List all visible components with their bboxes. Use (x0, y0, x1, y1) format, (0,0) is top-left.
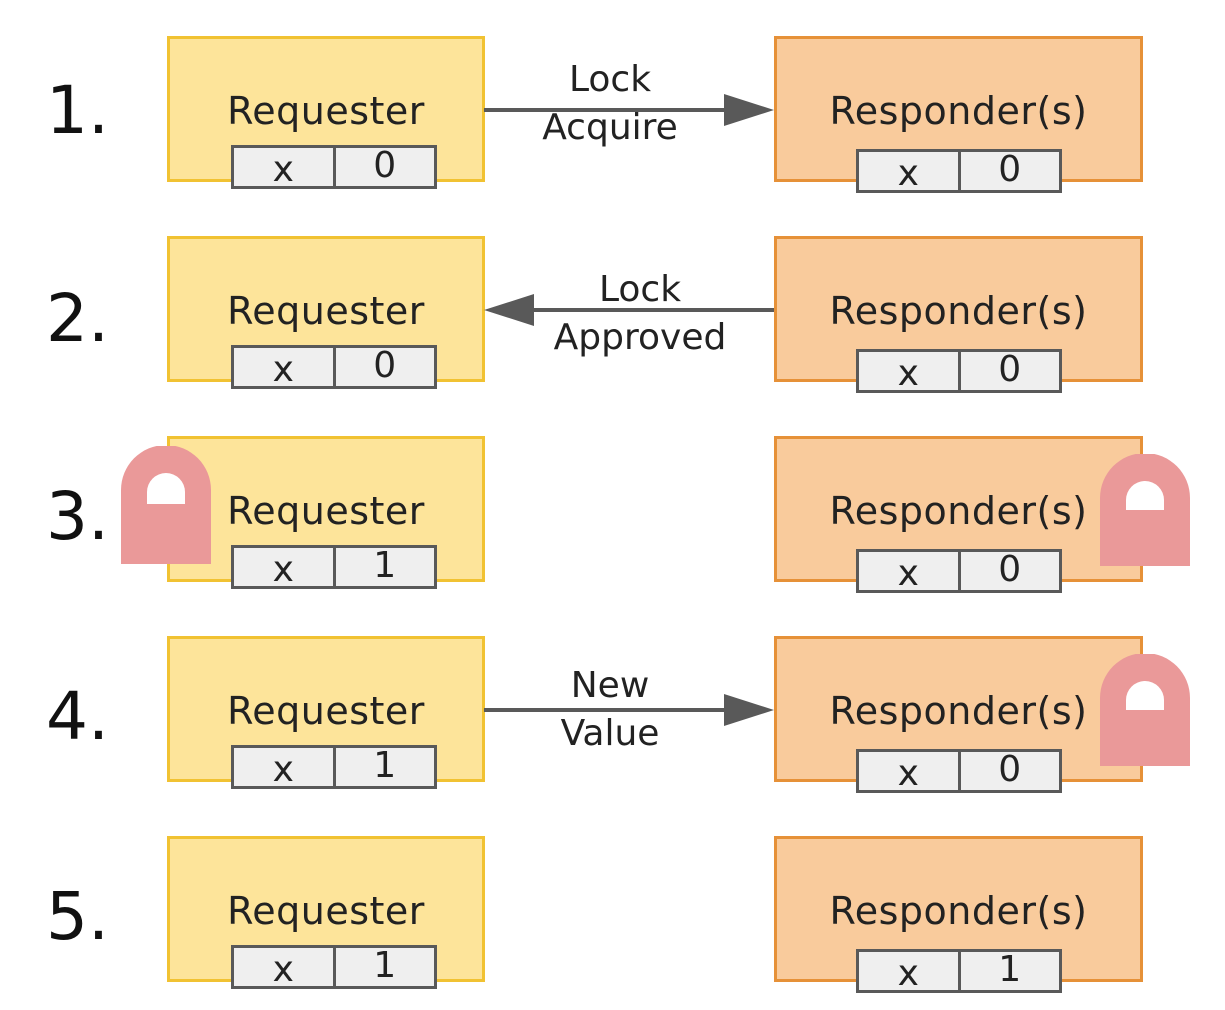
requester-title: Requester (227, 289, 425, 333)
responder-node: Responder(s) x 1 (774, 836, 1143, 994)
message-line-1: New (570, 665, 650, 706)
register-variable: x (859, 552, 961, 594)
message-label: New Value (490, 662, 730, 758)
responder-node: Responder(s) x 0 (774, 636, 1143, 794)
requester-node: Requester x 0 (167, 236, 485, 390)
step-number: 4. (46, 678, 109, 755)
register-value: 1 (373, 945, 397, 986)
register-value: 1 (373, 545, 397, 586)
step-row-4: 4. Requester x 1 New Value Responder(s) … (0, 636, 1225, 796)
register-variable: x (234, 348, 336, 390)
register-variable: x (234, 948, 336, 990)
message-line-2: Acquire (542, 107, 678, 148)
requester-node: Requester x 1 (167, 836, 485, 990)
register-value: 1 (373, 745, 397, 786)
requester-lock-icon (121, 446, 211, 564)
responder-register: x 0 (856, 749, 1062, 794)
message-label: Lock Acquire (490, 56, 730, 152)
step-number: 3. (46, 478, 109, 555)
message-line-1: Lock (598, 269, 682, 310)
requester-node: Requester x 0 (167, 36, 485, 190)
responder-title: Responder(s) (829, 489, 1088, 533)
register-value: 1 (998, 949, 1022, 990)
requester-title: Requester (227, 89, 425, 133)
step-row-2: 2. Requester x 0 Lock Approved Responder… (0, 236, 1225, 396)
requester-register: x 0 (231, 145, 437, 190)
requester-register: x 1 (231, 545, 437, 590)
register-value: 0 (373, 345, 397, 386)
step-number: 2. (46, 280, 109, 357)
responder-register: x 0 (856, 349, 1062, 394)
arrow-icon-left (484, 294, 816, 326)
step-number: 1. (46, 72, 109, 149)
responder-register: x 0 (856, 549, 1062, 594)
step-row-3: 3. Requester x 1 Responder(s) x 0 (0, 436, 1225, 596)
requester-title: Requester (227, 889, 425, 933)
message-label: Lock Approved (520, 266, 760, 362)
step-row-1: 1. Requester x 0 Lock Acquire Responder(… (0, 36, 1225, 196)
register-variable: x (234, 748, 336, 790)
responder-title: Responder(s) (829, 889, 1088, 933)
register-value: 0 (998, 149, 1022, 190)
register-value: 0 (998, 749, 1022, 790)
register-variable: x (859, 152, 961, 194)
responder-register: x 0 (856, 149, 1062, 194)
responder-node: Responder(s) x 0 (774, 236, 1143, 394)
responder-node: Responder(s) x 0 (774, 436, 1143, 594)
requester-register: x 1 (231, 945, 437, 990)
requester-node: Requester x 1 (167, 636, 485, 790)
requester-title: Requester (227, 489, 425, 533)
requester-register: x 1 (231, 745, 437, 790)
requester-node: Requester x 1 (167, 436, 485, 590)
requester-register: x 0 (231, 345, 437, 390)
responder-node: Responder(s) x 0 (774, 36, 1143, 194)
register-value: 0 (373, 145, 397, 186)
responder-lock-icon (1100, 454, 1190, 566)
responder-register: x 1 (856, 949, 1062, 994)
message-line-2: Approved (553, 317, 727, 358)
register-value: 0 (998, 549, 1022, 590)
responder-title: Responder(s) (829, 289, 1088, 333)
requester-title: Requester (227, 689, 425, 733)
arrow-icon-right (484, 694, 774, 726)
step-number: 5. (46, 878, 109, 955)
register-variable: x (234, 148, 336, 190)
arrow-icon-right (484, 94, 774, 126)
responder-lock-icon (1100, 654, 1190, 766)
register-variable: x (234, 548, 336, 590)
message-line-2: Value (560, 713, 660, 754)
register-variable: x (859, 352, 961, 394)
register-variable: x (859, 952, 961, 994)
message-line-1: Lock (568, 59, 652, 100)
responder-title: Responder(s) (829, 689, 1088, 733)
step-row-5: 5. Requester x 1 Responder(s) x 1 (0, 836, 1225, 996)
register-value: 0 (998, 349, 1022, 390)
responder-title: Responder(s) (829, 89, 1088, 133)
register-variable: x (859, 752, 961, 794)
